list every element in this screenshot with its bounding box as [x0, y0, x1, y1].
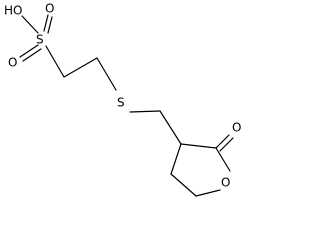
- bond-carbonyl-a: [215, 134, 230, 149]
- atom-hydroxyl: HO: [4, 4, 22, 18]
- bonds: [19, 14, 234, 197]
- bond-carbon-thioether: [96, 57, 117, 91]
- atom-sulfonyl-sulfur: S: [36, 33, 44, 47]
- bond-ring-oxygen-c5: [195, 189, 221, 197]
- bond-thioether-methylene: [129, 110, 161, 113]
- atom-sulfonyl-oxygen-bottom: O: [8, 56, 17, 70]
- bond-sulfonyl-oxygen-bottom-b: [22, 48, 42, 62]
- atom-thioether-sulfur: S: [117, 96, 125, 110]
- atom-ring-oxygen: O: [221, 176, 230, 190]
- bond-ring-c4-c3: [170, 143, 182, 175]
- atom-labels: HO S O O S O O: [4, 2, 241, 190]
- bond-sulfonyl-oxygen-top-a: [43, 14, 49, 32]
- atom-sulfonyl-oxygen-top: O: [45, 2, 54, 16]
- bond-methylene-ring: [159, 110, 182, 145]
- bond-ring-c2-oxygen: [215, 147, 231, 172]
- bond-ring-c5-c4: [170, 173, 197, 197]
- molecule-structure: HO S O O S O O: [4, 2, 241, 197]
- bond-ethyl-chain: [63, 57, 98, 78]
- bond-sulfonyl-carbon: [45, 45, 65, 78]
- bond-ring-c3-c2: [180, 143, 217, 149]
- bond-sulfonyl-oxygen-bottom-a: [19, 44, 39, 58]
- bond-hydroxyl-sulfonyl: [21, 15, 39, 34]
- bond-carbonyl-b: [219, 137, 234, 152]
- atom-carbonyl-oxygen: O: [232, 121, 241, 135]
- bond-sulfonyl-oxygen-top-b: [47, 16, 53, 34]
